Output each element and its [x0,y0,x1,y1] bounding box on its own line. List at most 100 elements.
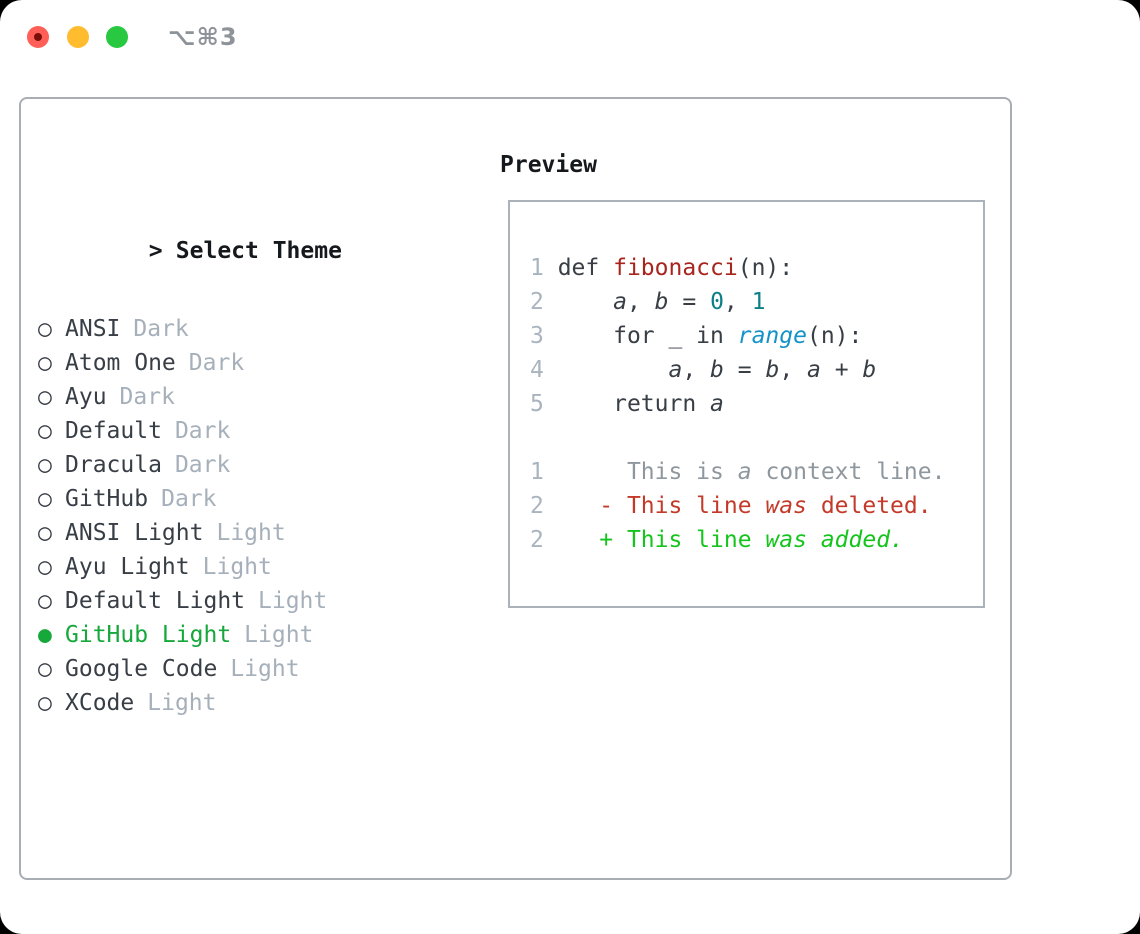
code-segment-func: fibonacci [613,255,738,281]
code-segment-plain [558,289,613,315]
code-segment-plain: for _ in [557,323,738,349]
code-segment-lit: 1 [751,289,766,315]
unsaved-indicator-dot [34,33,42,41]
code-segment-lit: 0 [710,289,724,315]
radio-icon: ○ [38,350,52,376]
theme-option-label: Ayu [65,384,107,410]
window-shortcut-label: ⌥⌘3 [168,23,238,51]
code-segment-del-em: was [765,493,807,519]
code-segment-plain: = [668,289,711,315]
theme-variant-tag: Dark [188,350,245,376]
theme-option-label: Ayu Light [65,554,190,580]
theme-option-label: GitHub [65,486,149,512]
theme-option-label: ANSI Light [65,520,204,546]
diff-added-line: 2 + This line was added. [530,523,945,557]
theme-option-dracula[interactable]: ○ Dracula Dark [38,448,468,482]
blank-line [530,421,945,455]
theme-option-label: Default [65,418,162,444]
radio-icon: ○ [38,690,52,716]
radio-icon: ○ [38,588,52,614]
code-line: 3 for _ in range(n): [530,319,945,353]
code-segment-ctx: context line. [751,459,946,485]
code-segment-plain: def [557,255,614,281]
theme-option-ayu[interactable]: ○ Ayu Dark [38,380,468,414]
code-segment-plain: , [779,357,808,383]
theme-option-label: Default Light [65,588,246,614]
code-segment-var: a [613,289,627,315]
code-line: 1 def fibonacci(n): [530,251,945,285]
code-segment-plain [544,493,599,519]
code-segment-plain: (n): [806,323,863,349]
code-segment-var: a [710,391,724,417]
radio-icon: ○ [38,452,52,478]
theme-variant-tag: Dark [119,384,175,410]
code-segment-plain [544,527,599,553]
minimize-button[interactable] [67,26,89,48]
theme-variant-tag: Light [147,690,217,716]
theme-option-label: Atom One [65,350,176,376]
code-segment-ln: 1 [530,459,544,485]
theme-variant-tag: Dark [161,486,217,512]
preview-title: Preview [500,152,597,178]
radio-icon: ○ [38,384,52,410]
code-segment-plain: (n): [737,255,794,281]
code-line: 2 a, b = 0, 1 [530,285,945,319]
theme-variant-tag: Light [230,656,300,682]
code-segment-ln: 2 [530,493,544,519]
theme-option-github[interactable]: ○ GitHub Dark [38,482,468,516]
code-segment-builtin: range [737,323,807,349]
code-segment-plain: + [820,357,863,383]
spacer [38,798,468,832]
code-segment-var: b [654,289,669,315]
code-segment-ln: 3 [530,323,558,349]
code-segment-ln: 1 [530,255,558,281]
radio-icon: ○ [38,656,52,682]
maximize-button[interactable] [106,26,128,48]
code-segment-plain: , [723,289,752,315]
theme-option-ansi-light[interactable]: ○ ANSI Light Light [38,516,468,550]
code-line: 5 return a [530,387,945,421]
radio-icon: ○ [38,418,52,444]
radio-icon: ○ [38,554,52,580]
code-segment-add: + This line [599,527,766,553]
code-segment-var: b [765,357,780,383]
theme-option-label: Dracula [65,452,162,478]
code-segment-var: b [710,357,724,383]
theme-option-label: ANSI [65,316,121,342]
code-line: 4 a, b = b, a + b [530,353,945,387]
theme-option-label: Google Code [65,656,218,682]
code-segment-add-em: was added. [765,527,904,553]
radio-selected-icon: ● [38,622,52,648]
theme-option-atom-one[interactable]: ○ Atom One Dark [38,346,468,380]
code-segment-plain: , [626,289,655,315]
cursor-indicator: > [148,238,163,264]
select-theme-title: Select Theme [175,238,342,264]
code-segment-ln: 4 [530,357,558,383]
radio-icon: ○ [38,520,52,546]
diff-context-line: 1 This is a context line. [530,455,945,489]
code-segment-ln: 5 [530,391,558,417]
theme-option-google-code[interactable]: ○ Google Code Light [38,652,468,686]
radio-icon: ○ [38,486,52,512]
theme-variant-tag: Dark [174,452,231,478]
code-segment-var: b [862,357,877,383]
radio-icon: ○ [38,316,52,342]
code-segment-del: - This line [599,493,766,519]
apply-to-header: Apply To [38,910,468,934]
code-segment-ln: 2 [530,289,558,315]
theme-variant-tag: Light [216,520,286,546]
code-segment-plain: return [557,391,711,417]
close-button[interactable] [27,26,49,48]
diff-deleted-line: 2 - This line was deleted. [530,489,945,523]
code-segment-ctx-em: a [737,459,752,485]
